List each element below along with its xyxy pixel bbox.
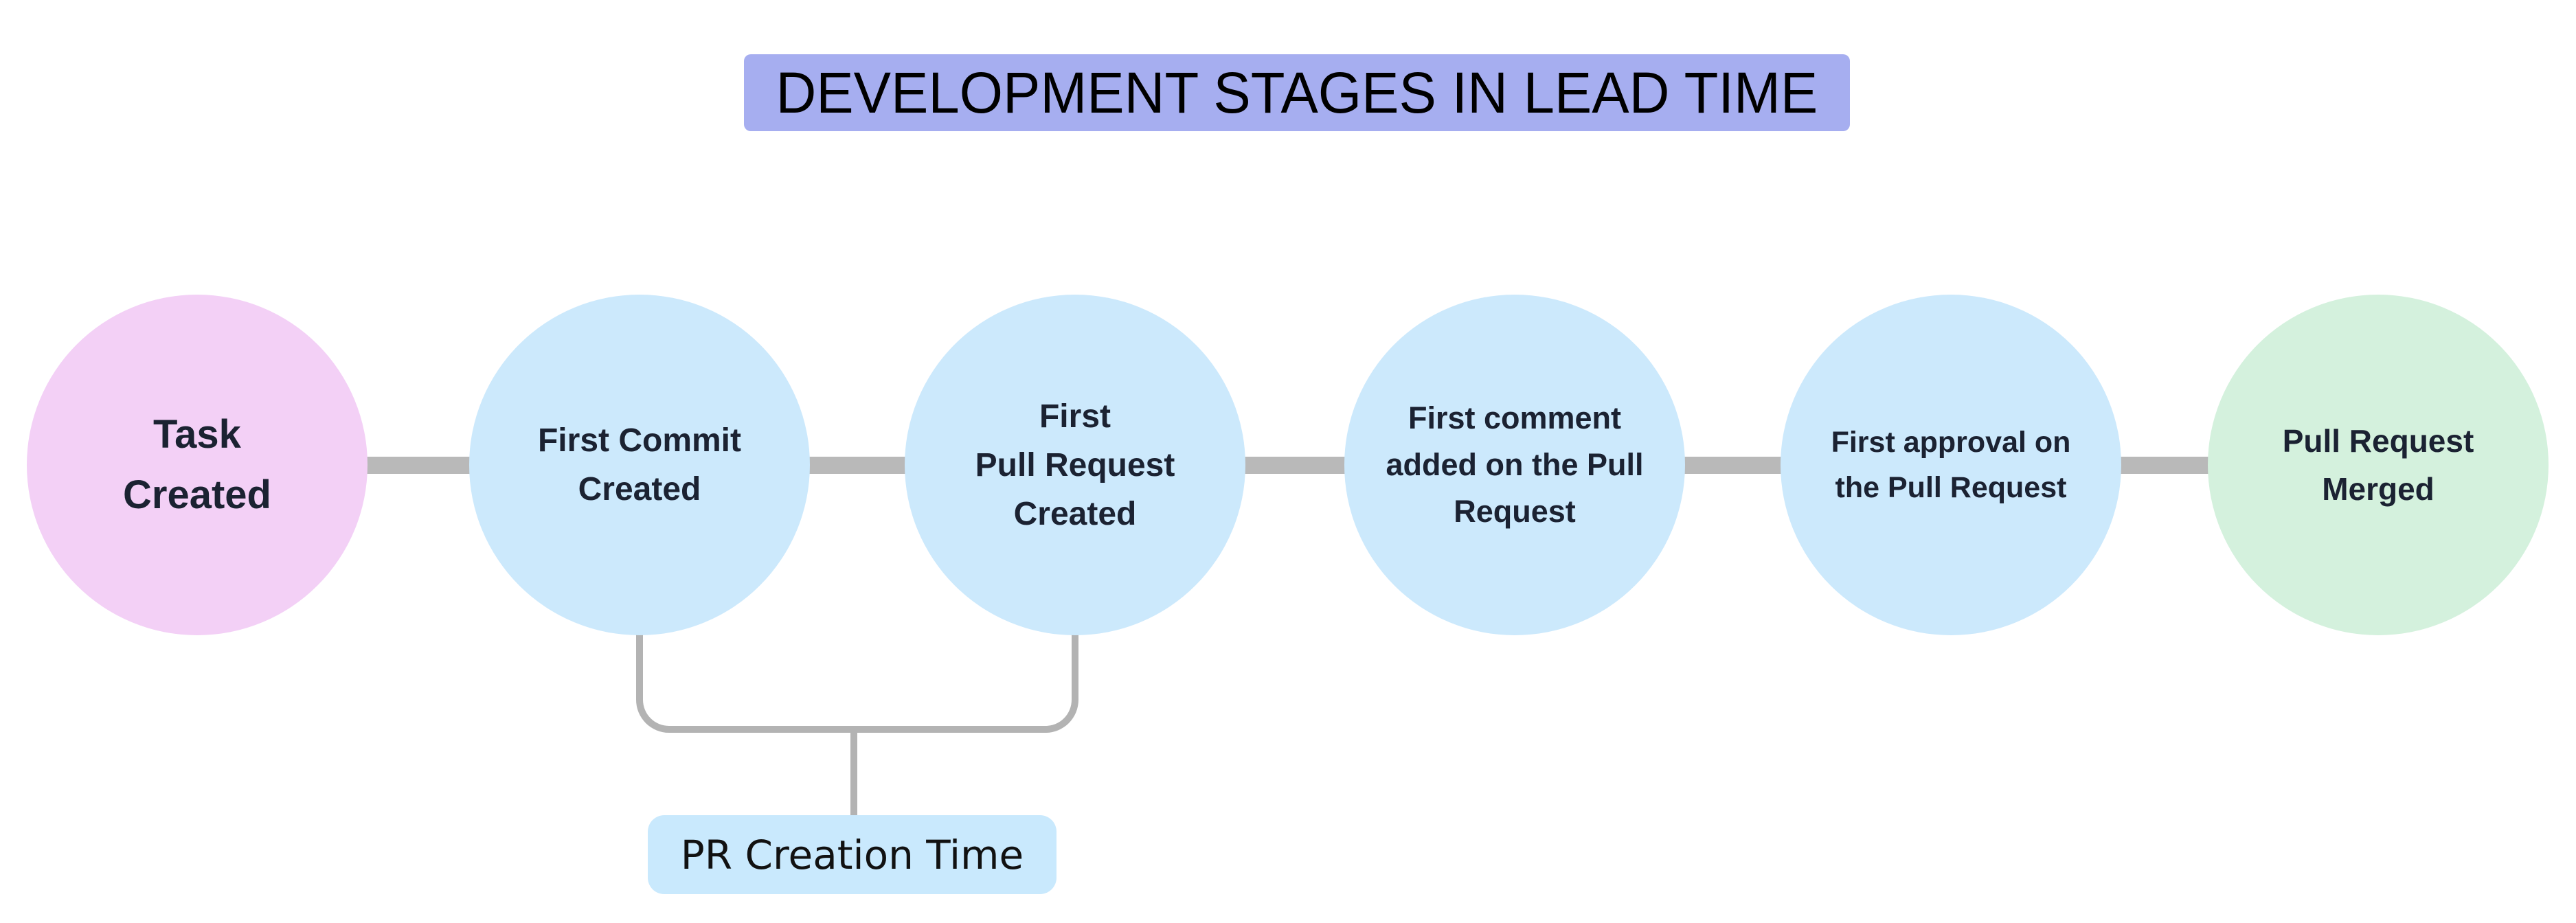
stage-label: Pull Request Merged xyxy=(2282,423,2474,507)
stage-circle-first-comment-added: First comment added on the Pull Request xyxy=(1344,295,1685,635)
stage-label: Task Created xyxy=(123,412,271,517)
stage-circle-pull-request-merged: Pull Request Merged xyxy=(2208,295,2549,635)
stage-label: First approval on the Pull Request xyxy=(1831,426,2071,504)
pr-creation-bracket-stem xyxy=(850,726,857,815)
diagram-title-banner: DEVELOPMENT STAGES IN LEAD TIME xyxy=(744,54,1850,131)
pr-creation-bracket xyxy=(636,632,1078,733)
stage-circle-first-approval: First approval on the Pull Request xyxy=(1781,295,2121,635)
stage-circle-task-created: Task Created xyxy=(27,295,368,635)
pr-creation-time-badge: PR Creation Time xyxy=(648,815,1057,894)
stage-label: First Commit Created xyxy=(537,422,741,508)
stage-label: First comment added on the Pull Request xyxy=(1386,400,1644,529)
diagram-title: DEVELOPMENT STAGES IN LEAD TIME xyxy=(776,60,1818,125)
stage-circle-first-commit-created: First Commit Created xyxy=(469,295,810,635)
stage-circle-first-pull-request-created: First Pull Request Created xyxy=(905,295,1245,635)
stage-label: First Pull Request Created xyxy=(975,398,1175,532)
pr-creation-time-label: PR Creation Time xyxy=(680,831,1024,878)
